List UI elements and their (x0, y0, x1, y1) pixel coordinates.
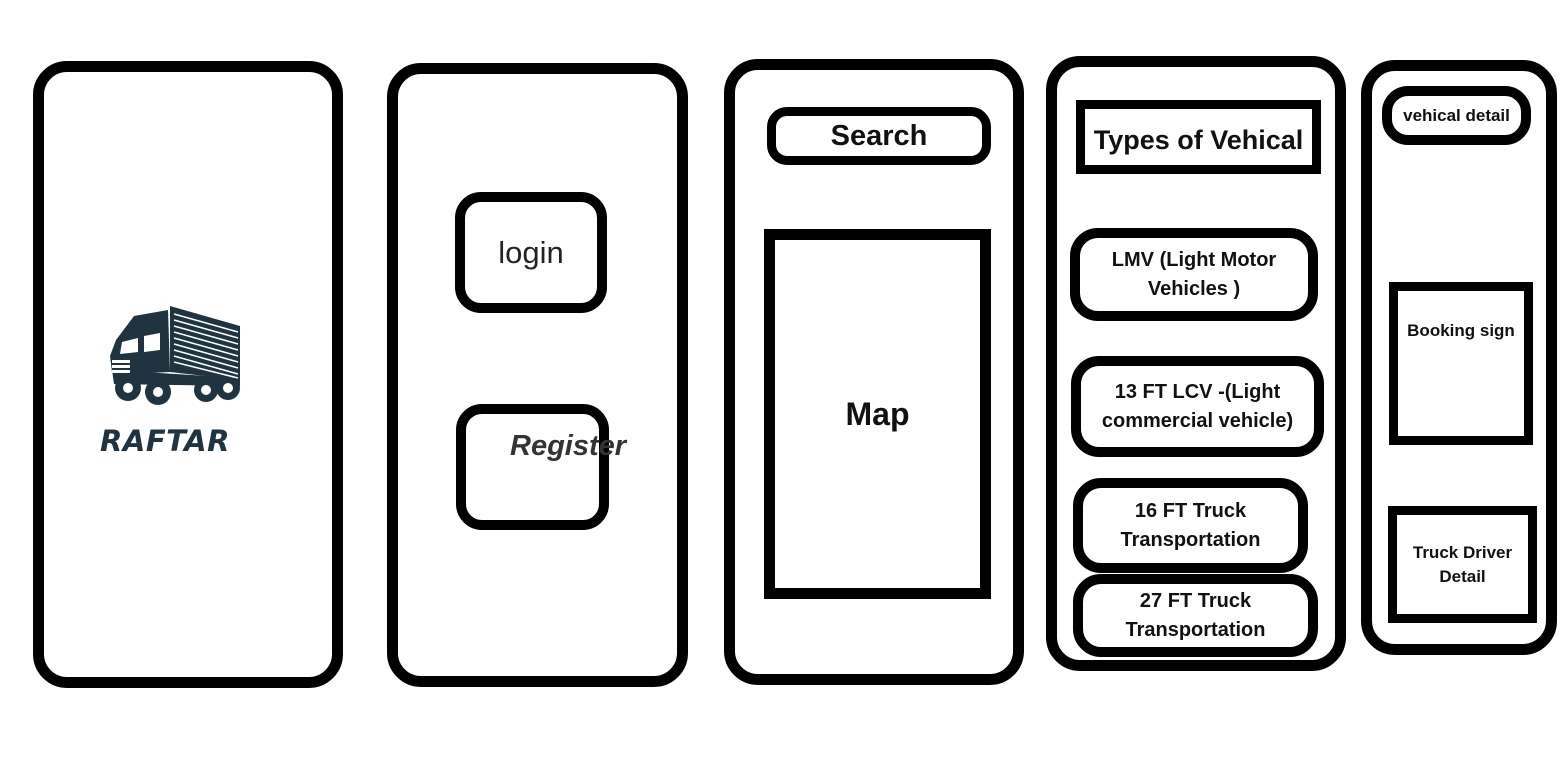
vehicle-option-27ft-truck[interactable]: 27 FT Truck Transportation (1073, 574, 1318, 657)
truck-driver-detail-box[interactable]: Truck Driver Detail (1388, 506, 1537, 623)
splash-screen-frame (33, 61, 343, 688)
booking-sign-label: Booking sign (1407, 321, 1515, 340)
register-button[interactable] (456, 404, 609, 530)
booking-sign-box[interactable]: Booking sign (1389, 282, 1533, 445)
vehicle-option-16ft-truck[interactable]: 16 FT Truck Transportation (1073, 478, 1308, 573)
vehical-detail-label: vehical detail (1403, 105, 1510, 125)
register-label: Register (510, 430, 627, 462)
truck-driver-detail-label: Truck Driver Detail (1412, 542, 1513, 586)
truck-icon (110, 306, 240, 405)
search-bar[interactable]: Search (767, 107, 991, 165)
brand-name: RAFTAR (100, 424, 230, 458)
map-area[interactable]: Map (764, 229, 991, 599)
login-label: login (498, 234, 564, 270)
vehicle-option-label: 16 FT Truck Transportation (1120, 499, 1261, 551)
vehicle-types-title: Types of Vehical (1076, 100, 1321, 174)
vehicle-option-label: 27 FT Truck Transportation (1125, 589, 1266, 641)
vehicle-option-lmv[interactable]: LMV (Light Motor Vehicles ) (1070, 228, 1318, 321)
login-button[interactable]: login (455, 192, 607, 313)
vehical-detail-button[interactable]: vehical detail (1382, 86, 1531, 145)
map-label: Map (845, 395, 910, 432)
search-label: Search (830, 119, 928, 152)
vehicle-option-13ft-lcv[interactable]: 13 FT LCV -(Light commercial vehicle) (1071, 356, 1324, 457)
vehicle-option-label: LMV (Light Motor Vehicles ) (1111, 248, 1277, 300)
auth-screen-frame (387, 63, 688, 687)
vehicle-option-label: 13 FT LCV -(Light commercial vehicle) (1101, 380, 1294, 432)
